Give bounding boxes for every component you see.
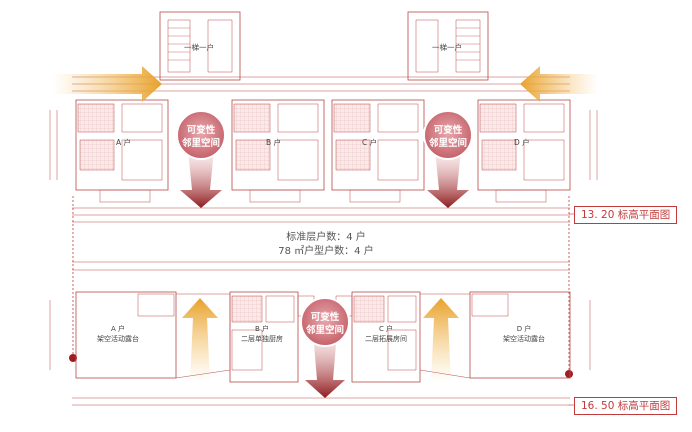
unit-a-desc: 架空活动露台 [97, 334, 139, 343]
bubble-right-line2: 邻里空间 [428, 137, 467, 149]
bubble-left-line1: 可变性 [187, 124, 216, 136]
unit-d-name: D 户 [517, 324, 532, 333]
summary-line1: 标准层户数：4 户 [286, 232, 366, 243]
connector-dot [565, 370, 573, 378]
arrow-down-icon [305, 332, 345, 398]
unit-b-desc: 二层单独厨房 [241, 334, 283, 343]
plan-title-bottom: 16. 50 标高平面图 [574, 397, 678, 415]
unit-label-b: B 户 [266, 137, 281, 147]
neighborhood-bubble-right [423, 110, 473, 160]
plan-title-top: 13. 20 标高平面图 [574, 206, 678, 224]
arrow-up-icon [423, 298, 459, 382]
unit-a-name: A 户 [111, 324, 125, 333]
bubble-center-line2: 邻里空间 [305, 324, 344, 336]
bubble-center-line1: 可变性 [311, 311, 340, 323]
unit-d-desc: 架空活动露台 [503, 334, 545, 343]
arrow-right-icon [52, 66, 162, 102]
neighborhood-bubble-center [300, 297, 350, 347]
summary-line2: 78 ㎡户型户数：4 户 [278, 246, 374, 257]
arrow-down-icon [427, 150, 469, 208]
arrow-down-icon [180, 150, 222, 208]
unit-b-name: B 户 [255, 324, 269, 333]
connector-dot [69, 354, 77, 362]
unit-label-a: A 户 [116, 137, 131, 147]
unit-label-c: C 户 [362, 137, 377, 147]
arrow-left-icon [520, 66, 598, 102]
unit-c-desc: 二层拓展房间 [365, 334, 407, 343]
unit-label-d: D 户 [514, 137, 530, 147]
unit-c-name: C 户 [379, 324, 393, 333]
core-label-left: 一梯一户 [184, 42, 214, 52]
neighborhood-bubble-left [176, 110, 226, 160]
connector-lines [69, 196, 578, 406]
bubble-right-line1: 可变性 [434, 124, 463, 136]
core-label-right: 一梯一户 [432, 42, 462, 52]
arrow-up-icon [182, 298, 218, 382]
bubble-left-line2: 邻里空间 [181, 137, 220, 149]
top-plan [49, 11, 598, 223]
bottom-plan-labels: A 户 架空活动露台 B 户 二层单独厨房 C 户 二层拓展房间 D 户 架空活… [97, 324, 545, 343]
top-plan-labels: 一梯一户 一梯一户 A 户 B 户 C 户 D 户 [116, 42, 530, 147]
